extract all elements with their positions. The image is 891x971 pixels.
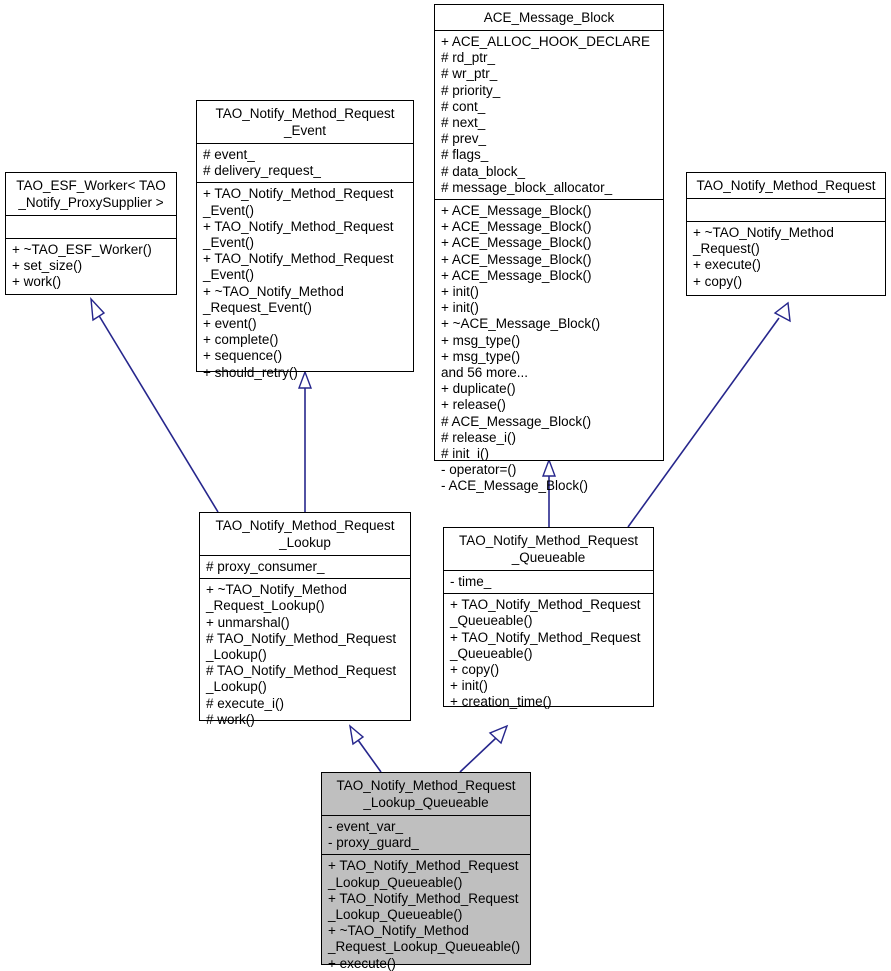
operation: + ACE_Message_Block() (441, 203, 592, 219)
operation: + init() (441, 300, 479, 316)
operation: + ~TAO_ESF_Worker() (12, 242, 152, 257)
class-title-tao-notify-method-request-event: TAO_Notify_Method_Request _Event (197, 101, 413, 144)
operation: + init() (441, 284, 479, 300)
class-operations-tao-notify-method-request-lookup: + ~TAO_Notify_Method _Request_Lookup() +… (200, 579, 410, 732)
operation: + copy() (450, 662, 500, 678)
attribute: - event_var_ (328, 819, 404, 834)
operation: + creation_time() (450, 694, 552, 710)
operation: + event() (203, 316, 257, 332)
attribute: - proxy_guard_ (328, 835, 419, 851)
operation: + ACE_Message_Block() (441, 219, 592, 235)
operation: + complete() (203, 332, 279, 348)
class-box-tao-notify-method-request-lookup[interactable]: TAO_Notify_Method_Request _Lookup # prox… (199, 512, 411, 727)
operation: - operator=() (441, 462, 517, 478)
class-attributes-tao-notify-method-request (687, 199, 885, 222)
class-operations-ace-message-block: + ACE_Message_Block() + ACE_Message_Bloc… (435, 200, 663, 499)
attribute: # delivery_request_ (203, 163, 321, 179)
class-title-ace-message-block: ACE_Message_Block (435, 5, 663, 31)
link-lookup-queueable-to-queueable (459, 724, 509, 773)
class-title-tao-esf-worker: TAO_ESF_Worker< TAO _Notify_ProxySupplie… (6, 173, 176, 216)
link-lookup-to-event (297, 370, 313, 512)
attribute: + ACE_ALLOC_HOOK_DECLARE (441, 34, 650, 49)
operation: + ~TAO_Notify_Method _Request_Lookup_Que… (328, 923, 521, 955)
class-operations-tao-esf-worker: + ~TAO_ESF_Worker() + set_size() + work(… (6, 239, 176, 295)
operation: + ~TAO_Notify_Method _Request_Lookup() (206, 582, 347, 614)
operation: + release() (441, 397, 506, 413)
operation: # ACE_Message_Block() (441, 413, 592, 429)
operation: + ~TAO_Notify_Method _Request_Event() (203, 283, 344, 315)
operation: + TAO_Notify_Method_Request _Lookup_Queu… (328, 890, 519, 923)
attribute: # cont_ (441, 98, 486, 114)
attribute: # flags_ (441, 147, 489, 163)
attribute: # proxy_consumer_ (206, 559, 325, 574)
operation: # work() (206, 711, 255, 727)
operation: + execute() (693, 257, 761, 273)
class-attributes-tao-notify-method-request-event: # event_ # delivery_request_ (197, 144, 413, 184)
attribute: # event_ (203, 147, 255, 162)
class-box-tao-notify-method-request-event[interactable]: TAO_Notify_Method_Request _Event # event… (196, 100, 414, 380)
operation: + TAO_Notify_Method_Request _Event() (203, 186, 394, 218)
class-box-tao-notify-method-request[interactable]: TAO_Notify_Method_Request + ~TAO_Notify_… (686, 172, 886, 296)
operation: + ACE_Message_Block() (441, 251, 592, 267)
class-title-tao-notify-method-request-queueable: TAO_Notify_Method_Request _Queueable (444, 528, 653, 571)
attribute: - time_ (450, 574, 492, 589)
class-operations-tao-notify-method-request-lookup-queueable: + TAO_Notify_Method_Request _Lookup_Queu… (322, 855, 530, 971)
class-title-tao-notify-method-request-lookup: TAO_Notify_Method_Request _Lookup (200, 513, 410, 556)
attribute: # priority_ (441, 82, 501, 98)
operation: + TAO_Notify_Method_Request _Lookup_Queu… (328, 858, 519, 890)
operation: + msg_type() (441, 348, 521, 364)
class-attributes-tao-notify-method-request-lookup: # proxy_consumer_ (200, 556, 410, 580)
attribute: # prev_ (441, 131, 487, 147)
operation: + work() (12, 274, 62, 290)
class-box-tao-notify-method-request-lookup-queueable[interactable]: TAO_Notify_Method_Request _Lookup_Queuea… (321, 772, 531, 971)
class-attributes-ace-message-block: + ACE_ALLOC_HOOK_DECLARE # rd_ptr_ # wr_… (435, 31, 663, 201)
class-title-tao-notify-method-request: TAO_Notify_Method_Request (687, 173, 885, 199)
class-attributes-tao-esf-worker (6, 216, 176, 239)
class-operations-tao-notify-method-request-event: + TAO_Notify_Method_Request _Event() + T… (197, 183, 413, 384)
operation: + set_size() (12, 258, 83, 274)
attribute: # data_block_ (441, 163, 526, 179)
operation: + should_retry() (203, 364, 298, 380)
class-box-tao-esf-worker[interactable]: TAO_ESF_Worker< TAO _Notify_ProxySupplie… (5, 172, 177, 295)
class-box-ace-message-block[interactable]: ACE_Message_Block + ACE_ALLOC_HOOK_DECLA… (434, 4, 664, 493)
operation: + ACE_Message_Block() (441, 267, 592, 283)
operation: # release_i() (441, 429, 517, 445)
operation: + TAO_Notify_Method_Request _Event() (203, 218, 394, 251)
attribute: # wr_ptr_ (441, 66, 498, 82)
operation: + TAO_Notify_Method_Request _Event() (203, 251, 394, 283)
class-attributes-tao-notify-method-request-queueable: - time_ (444, 571, 653, 595)
operation: # TAO_Notify_Method_Request _Lookup() (206, 663, 397, 695)
operation: + init() (450, 678, 488, 694)
operation: # init_i() (441, 446, 490, 462)
operation: + msg_type() (441, 332, 521, 348)
link-lookup-queueable-to-lookup (348, 724, 382, 773)
operation: # execute_i() (206, 695, 285, 711)
operation: + ~ACE_Message_Block() (441, 316, 601, 332)
operation: # TAO_Notify_Method_Request _Lookup() (206, 630, 397, 663)
class-operations-tao-notify-method-request-queueable: + TAO_Notify_Method_Request _Queueable()… (444, 594, 653, 714)
attribute: # next_ (441, 115, 486, 131)
operation: + execute() (328, 955, 396, 971)
operation: - ACE_Message_Block() (441, 478, 589, 494)
operation: + ~TAO_Notify_Method _Request() (693, 225, 834, 257)
operation: + duplicate() (441, 381, 516, 397)
class-box-tao-notify-method-request-queueable[interactable]: TAO_Notify_Method_Request _Queueable - t… (443, 527, 654, 709)
operation: + ACE_Message_Block() (441, 235, 592, 251)
attribute: # message_block_allocator_ (441, 179, 613, 195)
operation: + unmarshal() (206, 614, 290, 630)
operation: + copy() (693, 273, 743, 289)
operation: + TAO_Notify_Method_Request _Queueable() (450, 629, 641, 661)
operation: + sequence() (203, 348, 283, 364)
operations-more-label: and 56 more... (441, 365, 529, 381)
class-operations-tao-notify-method-request: + ~TAO_Notify_Method _Request() + execut… (687, 222, 885, 294)
class-title-tao-notify-method-request-lookup-queueable: TAO_Notify_Method_Request _Lookup_Queuea… (322, 773, 530, 816)
class-attributes-tao-notify-method-request-lookup-queueable: - event_var_ - proxy_guard_ (322, 816, 530, 856)
operation: + TAO_Notify_Method_Request _Queueable() (450, 597, 641, 629)
attribute: # rd_ptr_ (441, 50, 496, 66)
